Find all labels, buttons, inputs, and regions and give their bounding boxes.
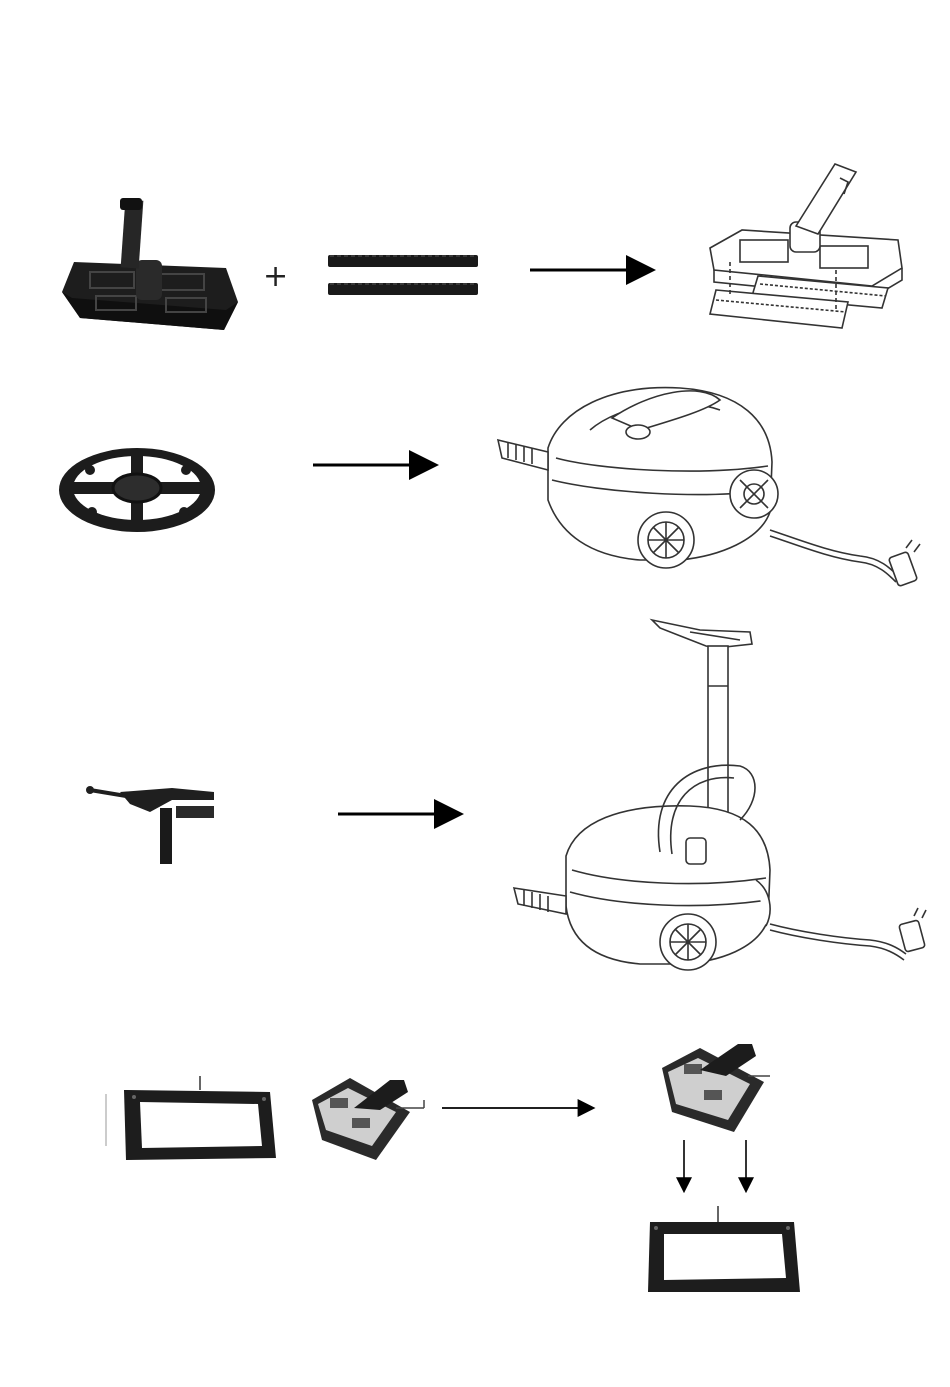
rectangular-frame-icon xyxy=(106,1076,276,1160)
step-1: + xyxy=(62,164,902,330)
pad-into-frame-icon xyxy=(648,1044,800,1292)
step-3 xyxy=(86,620,926,970)
floor-brush-icon xyxy=(62,198,238,330)
cord-wrap-icon xyxy=(59,448,215,532)
steam-cleaner-with-handle-icon xyxy=(514,620,926,970)
handle-tube-icon xyxy=(86,786,214,864)
brush-strip-icon xyxy=(328,283,478,295)
step-4 xyxy=(106,1044,800,1292)
plus-operator: + xyxy=(263,259,288,294)
brush-strip-icon xyxy=(328,255,478,267)
steam-cleaner-body-icon xyxy=(498,388,920,587)
cloth-pad-icon xyxy=(312,1078,424,1160)
step-2 xyxy=(59,388,920,587)
floor-brush-assembled-icon xyxy=(710,164,902,328)
